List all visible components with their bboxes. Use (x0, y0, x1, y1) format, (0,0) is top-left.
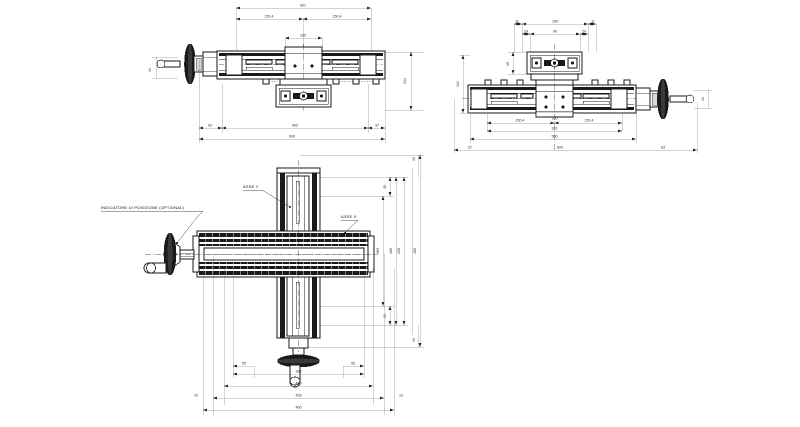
dim-10-right-plan: 10 (399, 393, 403, 397)
dim-134-height: 134 (403, 78, 407, 84)
dim-369-bottom-plan: 369 (296, 369, 302, 373)
dim-35-top-plan: 35 (383, 185, 387, 189)
dim-500-table: 500 (292, 123, 298, 127)
dim-lines-left-134 (459, 54, 470, 114)
carriage-block-right-view (535, 44, 574, 150)
dim-150p4-right: 150.4 (333, 14, 342, 18)
dim-150-plate: 150 (552, 19, 558, 23)
leader-position-indicator (101, 210, 204, 244)
dim-55-left-plan: 55 (242, 361, 246, 365)
dim-37-left-right: 37 (468, 145, 472, 149)
dim-400-plan: 400 (389, 248, 393, 254)
dim-369-plan: 369 (376, 248, 380, 254)
label-axis-y: ASSE Y (243, 184, 259, 189)
dim-41-shaft: 41 (148, 68, 152, 72)
leader-axis-x (341, 219, 359, 234)
dim-10-top-plan: 10 (412, 157, 416, 161)
dim-arrows-plan-right (381, 155, 422, 347)
dim-134-height-right: 134 (456, 81, 460, 87)
view-front-right: 11 150 11 24 90 24 45 (453, 19, 712, 153)
handwheel-bottom-plan (277, 354, 320, 388)
label-position-indicator: INDICATORE DI POSIZIONE (OPTIONAL) (101, 205, 185, 210)
dim-41-shaft-right: 41 (701, 97, 705, 101)
dim-11-left: 11 (515, 19, 519, 23)
dim-150p4-left-right: 150.4 (516, 118, 525, 122)
view-front-left: 301 150.4 150.4 100 41 134 (148, 4, 424, 143)
dim-150p4-left: 150.4 (265, 14, 274, 18)
dim-24-left: 24 (524, 29, 528, 33)
dim-460-plan: 460 (413, 248, 417, 254)
dim-lines-bottom-left-view (198, 60, 386, 143)
dim-arrows-bottom-left-view (199, 126, 385, 141)
label-axis-x: ASSE X (341, 214, 357, 219)
dim-35-bottom-plan: 35 (383, 314, 387, 318)
dim-10-left-plan: 10 (194, 393, 198, 397)
dim-400-bottom-plan: 400 (296, 381, 302, 385)
dim-37-right: 37 (375, 123, 379, 127)
dim-lines-plan-bottom (202, 254, 395, 415)
dim-600-overall-right: 600 (557, 145, 563, 149)
dim-100-carriage: 100 (300, 33, 306, 37)
dim-24-right: 24 (582, 29, 586, 33)
dim-439-plan: 439 (397, 248, 401, 254)
leader-axis-y (243, 189, 291, 208)
dim-55-right-plan: 55 (351, 361, 355, 365)
dim-arrows-top-left-view (236, 6, 371, 40)
dim-100-carriage-right: 100 (552, 117, 558, 121)
dim-arrows-bottom-right-view (454, 121, 697, 152)
dim-lines-right-height (385, 51, 424, 111)
handwheel-left-plan (143, 232, 195, 276)
dim-301-right: 301 (552, 126, 558, 130)
dim-lines-left-height (152, 56, 178, 79)
dim-301-top: 301 (300, 4, 306, 8)
plan-centrelines (145, 160, 378, 352)
handwheel-right (635, 78, 695, 120)
dim-63-right-right: 63 (661, 145, 665, 149)
carriage-block-left-view (284, 44, 323, 112)
dim-150p4-right-right: 150.4 (585, 118, 594, 122)
dim-439-bottom-plan: 439 (296, 393, 302, 397)
dim-arrows-plan-bottom (203, 364, 394, 412)
dim-460-bottom-plan: 460 (296, 405, 302, 409)
dim-45-plate: 45 (506, 62, 510, 66)
base-pedestal-left-view (275, 78, 332, 108)
view-plan: 10 35 369 400 439 460 35 10 (101, 154, 424, 415)
dim-11-right: 11 (591, 19, 595, 23)
dim-arrows-top-right-view (514, 22, 596, 36)
dim-63-left: 63 (208, 123, 212, 127)
dim-600-overall: 600 (289, 134, 295, 138)
dim-500-table-right: 500 (552, 134, 558, 138)
dim-90-slot: 90 (553, 29, 557, 33)
dim-10-bottom-plan: 10 (412, 338, 416, 342)
rail-bolt-ticks-right (484, 79, 631, 86)
